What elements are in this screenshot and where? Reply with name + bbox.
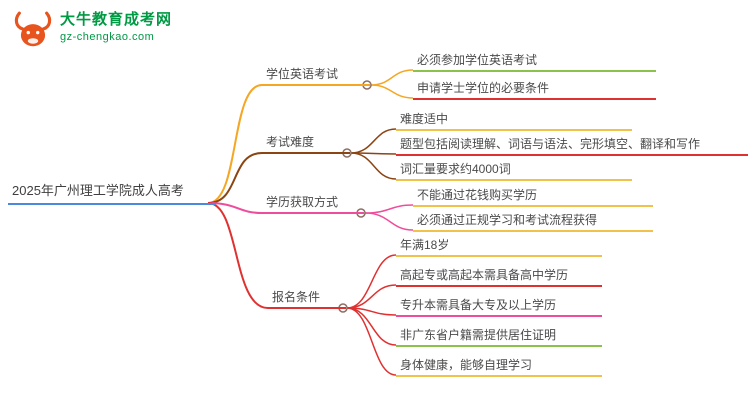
child-node: 身体健康，能够自理学习	[396, 357, 602, 377]
child-node: 题型包括阅读理解、词语与语法、完形填空、翻译和写作	[396, 136, 748, 156]
branch-exam-difficulty: 考试难度	[262, 134, 350, 154]
child-node: 申请学士学位的必要条件	[413, 80, 656, 100]
branch3-child-curves	[364, 204, 414, 231]
branch-degree-english: 学位英语考试	[262, 66, 370, 86]
branch-registration-requirements: 报名条件	[268, 289, 346, 309]
child-node: 必须参加学位英语考试	[413, 52, 656, 72]
site-name: 大牛教育成考网	[60, 11, 173, 28]
branch-degree-acquisition: 学历获取方式	[262, 194, 364, 214]
root-node: 2025年广州理工学院成人高考	[8, 182, 216, 205]
branch-node-circles	[338, 80, 372, 313]
site-logo: 大牛教育成考网 gz-chengkao.com	[12, 10, 172, 52]
child-node: 必须通过正规学习和考试流程获得	[413, 212, 653, 232]
branch2-child-curves	[350, 128, 397, 180]
child-node: 不能通过花钱购买学历	[413, 187, 653, 207]
child-node: 年满18岁	[396, 237, 602, 257]
child-node: 非广东省户籍需提供居住证明	[396, 327, 602, 347]
branch1-child-curves	[370, 69, 414, 99]
branch4-child-curves	[346, 254, 397, 376]
site-url: gz-chengkao.com	[60, 31, 155, 43]
child-node: 词汇量要求约4000词	[396, 161, 632, 181]
bull-logo-icon	[14, 11, 52, 47]
child-node: 专升本需具备大专及以上学历	[396, 297, 602, 317]
child-node: 高起专或高起本需具备高中学历	[396, 267, 602, 287]
child-node: 难度适中	[396, 111, 632, 131]
root-branch-curves	[207, 84, 269, 309]
